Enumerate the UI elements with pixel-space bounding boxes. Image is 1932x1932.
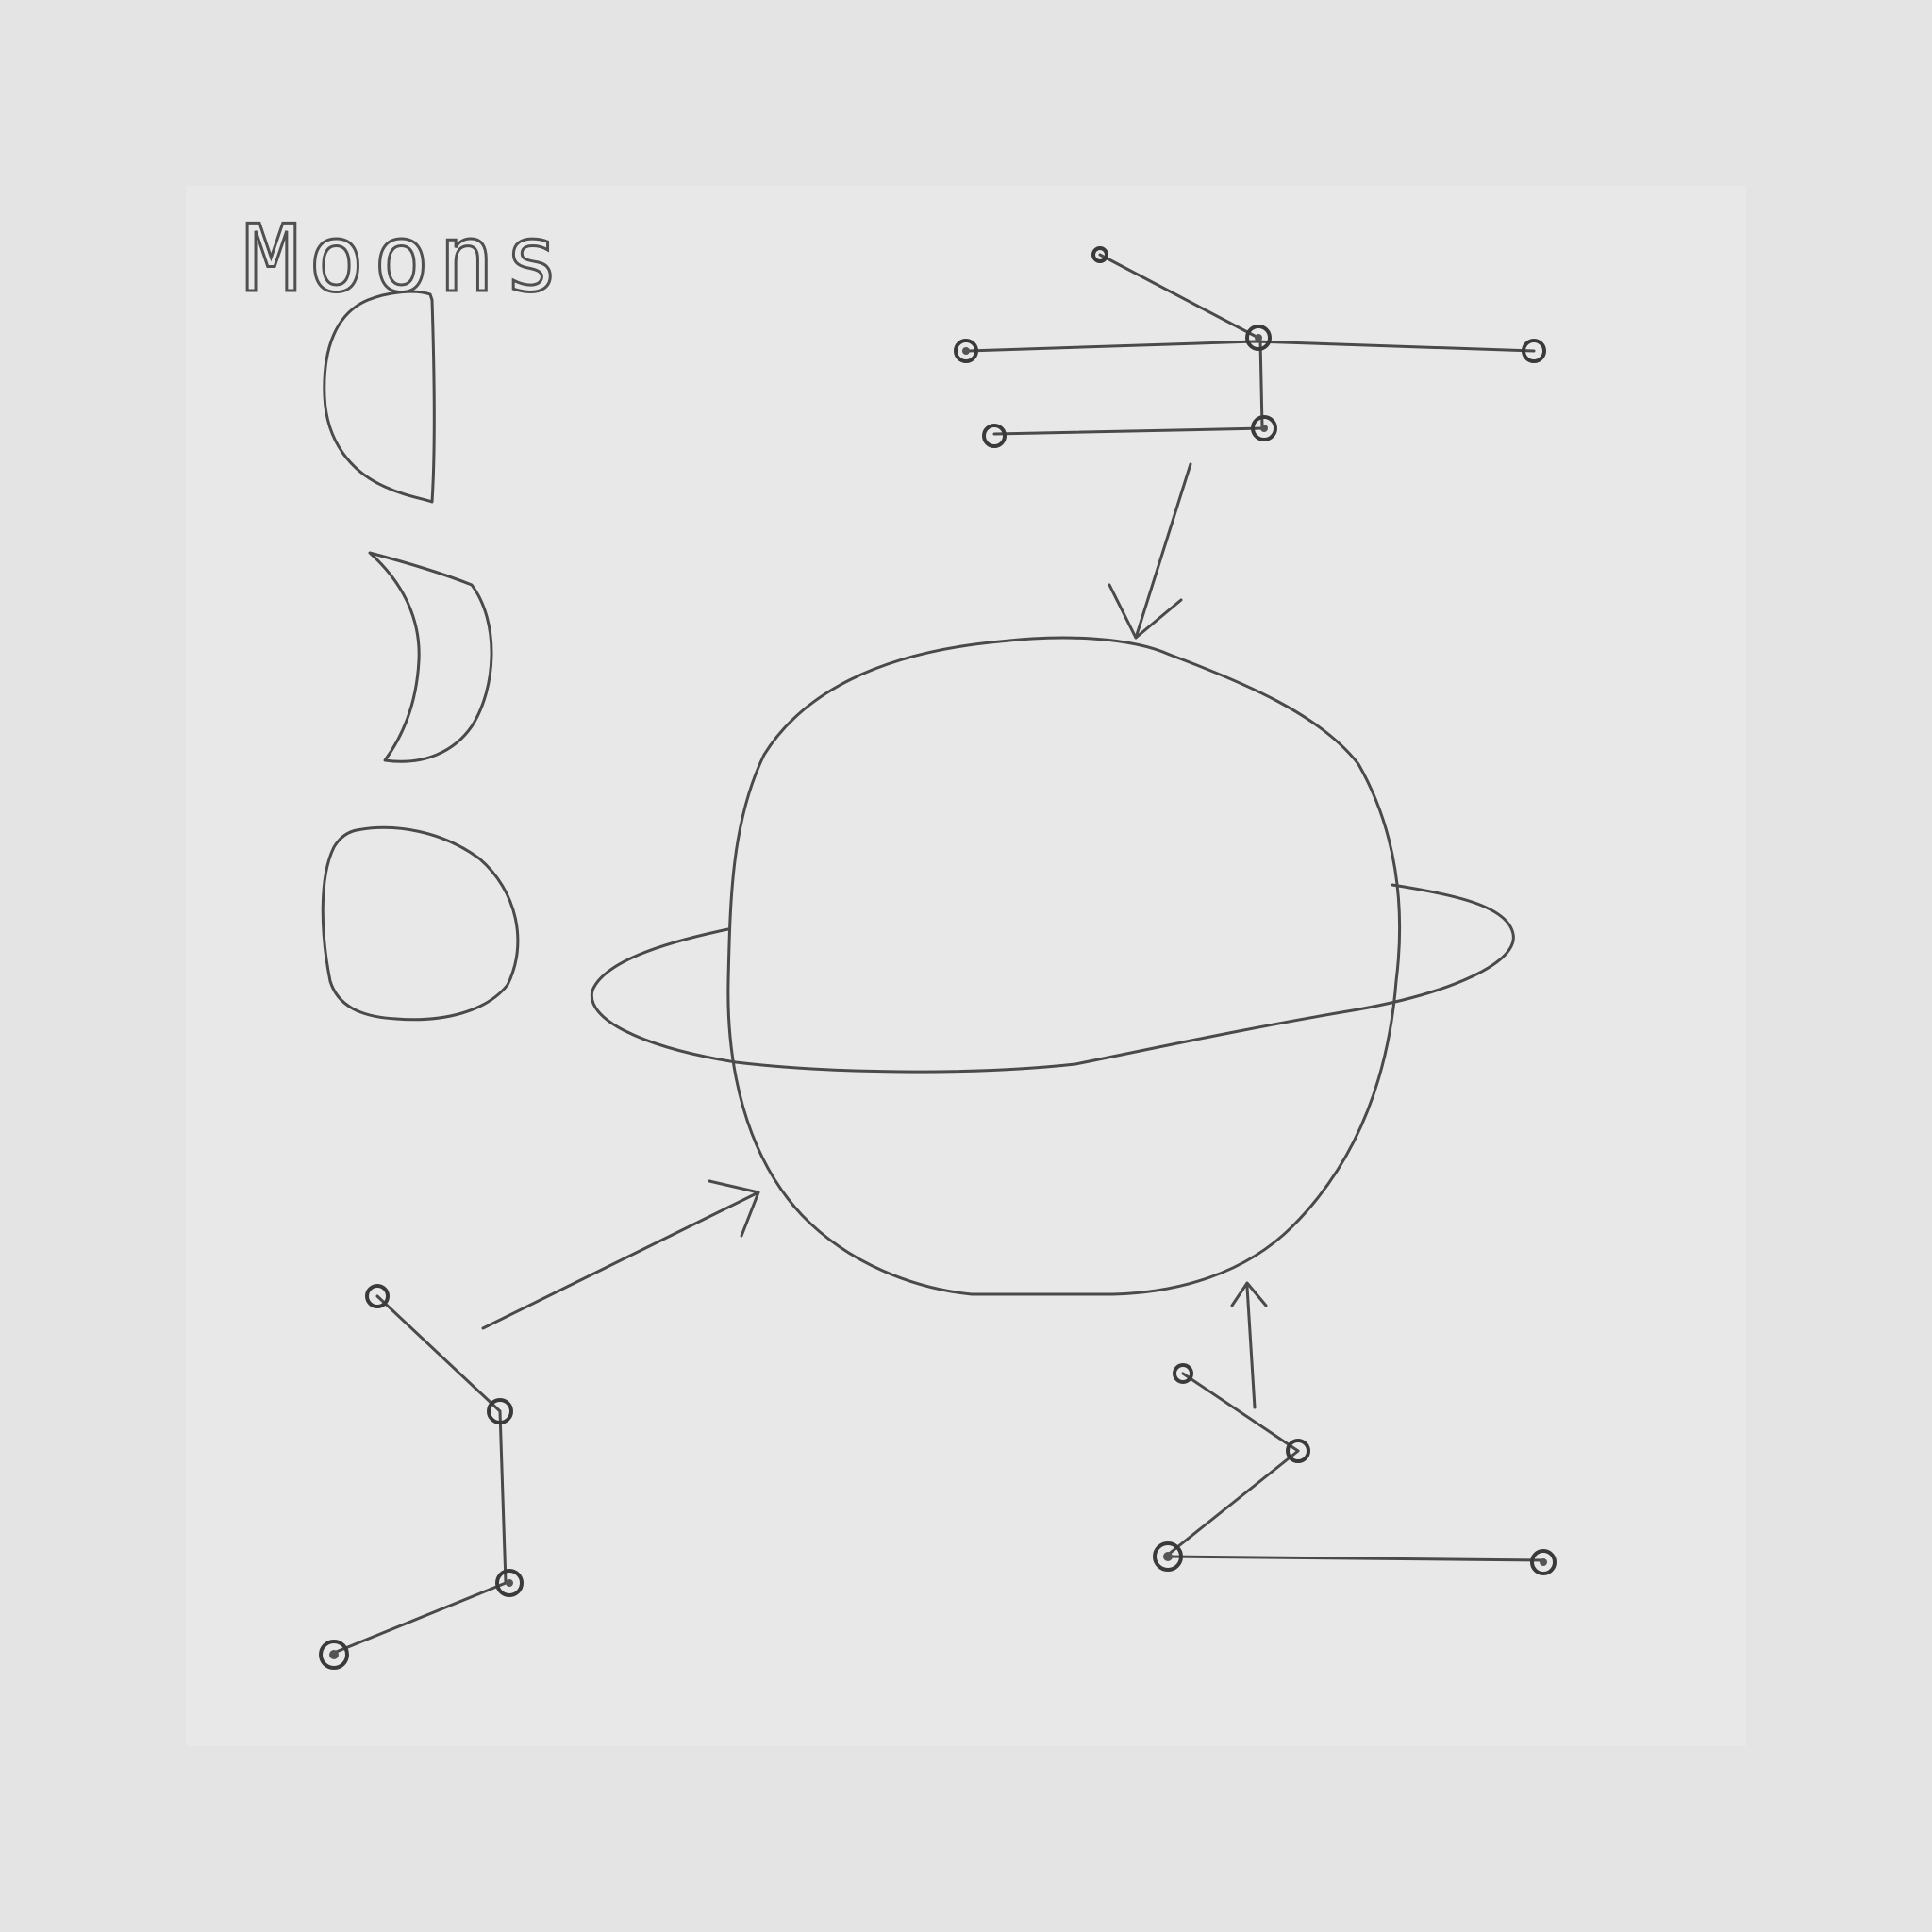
arrow-down bbox=[1108, 462, 1192, 640]
constellation-bottom-left bbox=[319, 1284, 524, 1670]
paper-sheet bbox=[186, 186, 1746, 1746]
gibbous-moon-icon bbox=[321, 825, 520, 1022]
half-moon-icon bbox=[323, 290, 436, 504]
crescent-moon-icon bbox=[368, 551, 493, 763]
star-icon bbox=[1091, 246, 1108, 263]
star-icon bbox=[1522, 339, 1546, 363]
arrow-up-right bbox=[481, 1179, 760, 1330]
star-icon bbox=[1173, 1363, 1193, 1384]
star-icon bbox=[1530, 1549, 1557, 1575]
constellation-bottom-right bbox=[1153, 1363, 1557, 1575]
constellation-top bbox=[954, 246, 1546, 448]
star-icon bbox=[1153, 1541, 1183, 1572]
star-icon bbox=[1286, 1439, 1310, 1463]
star-icon bbox=[954, 339, 978, 363]
planet-body bbox=[726, 636, 1402, 1296]
star-icon bbox=[1251, 415, 1277, 441]
star-icon bbox=[1245, 325, 1272, 351]
arrow-up bbox=[1230, 1281, 1268, 1409]
star-icon bbox=[487, 1398, 513, 1424]
star-icon bbox=[319, 1640, 349, 1670]
star-icon bbox=[982, 424, 1007, 448]
star-icon bbox=[365, 1284, 390, 1308]
star-icon bbox=[495, 1569, 524, 1597]
title-moons: Moons bbox=[243, 206, 569, 313]
planet-ring-front bbox=[590, 883, 1515, 1074]
